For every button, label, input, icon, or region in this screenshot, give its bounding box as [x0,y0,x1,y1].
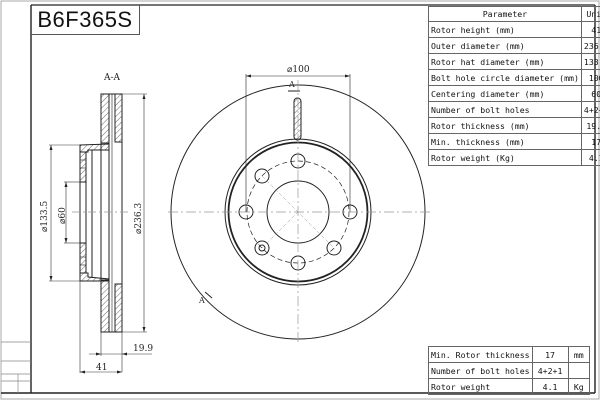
summary-table: Min. Rotor thickness 17 mm Number of bol… [428,346,591,395]
table-row: Bolt hole circle diameter (mm)100 [428,69,600,86]
param-label: Bolt hole circle diameter (mm) [428,69,582,86]
dim-bolt-circle: ⌀100 [287,65,310,75]
table-row: Outer diameter (mm)236.3 [428,37,600,54]
summary-value: 4+2+1 [531,362,569,379]
header-parameter: Parameter [428,6,582,22]
table-row: Min. thickness (mm)17 [428,133,600,150]
summary-label: Min. Rotor thickness [428,346,533,363]
table-row: Rotor weight (Kg)4.1 [428,149,600,166]
dim-thickness: 19.9 [133,344,154,354]
summary-value: 17 [531,346,569,363]
param-label: Rotor height (mm) [428,21,582,38]
dim-hat-diameter: ⌀133.5 [40,200,50,232]
dim-height: 41 [96,363,108,373]
param-value: 60 [580,85,600,102]
param-label: Rotor weight (Kg) [428,149,582,166]
summary-unit: Kg [567,378,591,395]
section-dimensions [49,93,152,373]
header-unit: Unit [580,6,600,22]
table-row: Rotor hat diameter (mm)133.5 [428,53,600,70]
param-label: Rotor hat diameter (mm) [428,53,582,70]
dim-centering-diameter: ⌀60 [58,207,68,224]
section-label: A-A [104,73,121,83]
param-label: Rotor thickness (mm) [428,117,582,134]
table-row: Rotor thickness (mm)19.9 [428,117,600,134]
front-view [168,74,430,345]
spec-table-header: Parameter Unit [428,6,600,22]
part-number-title: B6F365S [31,5,140,35]
param-value: 4+2+1 [580,101,600,118]
param-label: Number of bolt holes [428,101,582,118]
param-value: 41 [580,21,600,38]
spec-table: Parameter Unit Rotor height (mm)41 Outer… [428,6,600,166]
table-row: Rotor weight 4.1 Kg [428,378,591,395]
param-value: 100 [580,69,600,86]
summary-unit [567,362,591,379]
table-row: Min. Rotor thickness 17 mm [428,346,591,363]
param-label: Centering diameter (mm) [428,85,582,102]
dim-outer-diameter: ⌀236.3 [134,202,144,234]
summary-label: Number of bolt holes [428,362,533,379]
table-row: Centering diameter (mm)60 [428,85,600,102]
summary-unit: mm [567,346,591,363]
param-label: Min. thickness (mm) [428,133,582,150]
table-row: Number of bolt holes 4+2+1 [428,362,591,379]
section-marker-bottom: A [199,296,205,305]
param-label: Outer diameter (mm) [428,37,582,54]
section-view [72,93,130,333]
param-value: 19.9 [580,117,600,134]
param-value: 236.3 [580,37,600,54]
section-marker-top: A [289,80,295,89]
param-value: 4.1 [580,149,600,166]
table-row: Rotor height (mm)41 [428,21,600,38]
param-value: 17 [580,133,600,150]
summary-value: 4.1 [531,378,569,395]
param-value: 133.5 [580,53,600,70]
summary-label: Rotor weight [428,378,533,395]
